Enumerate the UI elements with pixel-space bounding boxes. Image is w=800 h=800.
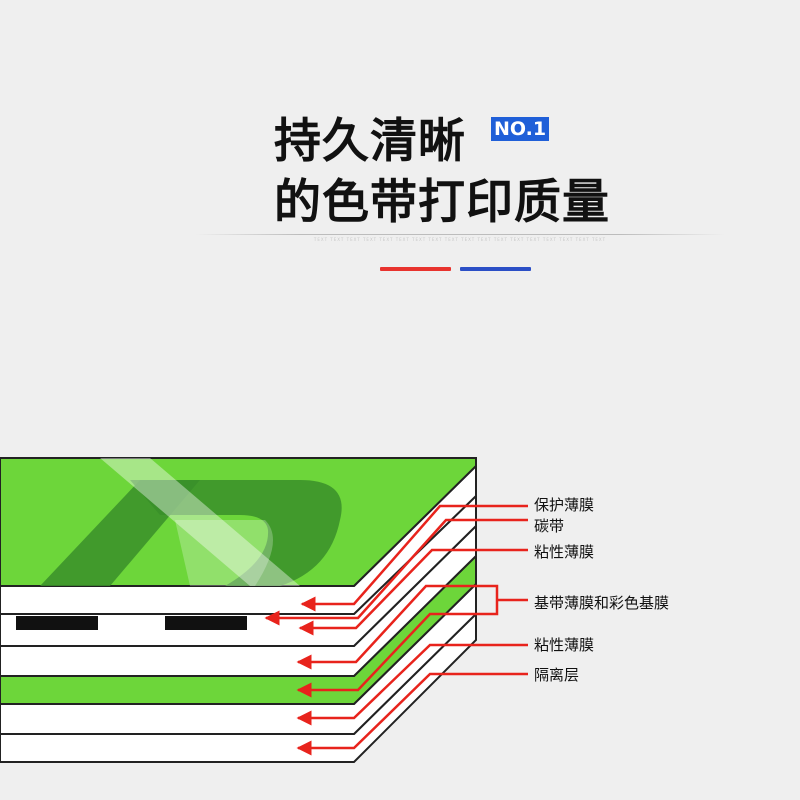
label-adhesive-film-1: 粘性薄膜 (534, 543, 595, 561)
bracket (490, 584, 499, 616)
print-bar-1 (16, 616, 98, 630)
arrow-1 (300, 504, 528, 612)
label-carbon-ribbon: 碳带 (534, 517, 565, 535)
arrow-group (264, 504, 528, 756)
accent-bar-red (380, 267, 451, 271)
no1-badge: NO.1 (491, 117, 550, 141)
print-bar-2 (165, 616, 247, 630)
headline-line-1: 持久清晰 (274, 114, 466, 169)
layer-stack (0, 463, 477, 763)
light-panel (175, 520, 273, 586)
label-adhesive-film-2: 粘性薄膜 (534, 636, 595, 654)
arrow-3 (298, 548, 528, 636)
dark-swoosh (130, 480, 342, 586)
light-glare (100, 458, 300, 586)
accent-bar-blue (460, 267, 531, 271)
arrow-6 (296, 643, 528, 726)
divider-line (195, 234, 725, 235)
arrow-5 (296, 612, 490, 698)
label-release-layer: 隔离层 (534, 666, 580, 684)
headline-line-2: 的色带打印质量 (274, 175, 610, 230)
label-base-and-color-film: 基带薄膜和彩色基膜 (534, 594, 670, 612)
arrow-7 (296, 672, 528, 756)
arrow-2 (264, 518, 528, 626)
divider-caption: TEXT TEXT TEXT TEXT TEXT TEXT TEXT TEXT … (313, 237, 607, 242)
label-protective-film: 保护薄膜 (534, 496, 595, 514)
arrow-4 (296, 584, 490, 670)
top-layer (0, 457, 477, 587)
